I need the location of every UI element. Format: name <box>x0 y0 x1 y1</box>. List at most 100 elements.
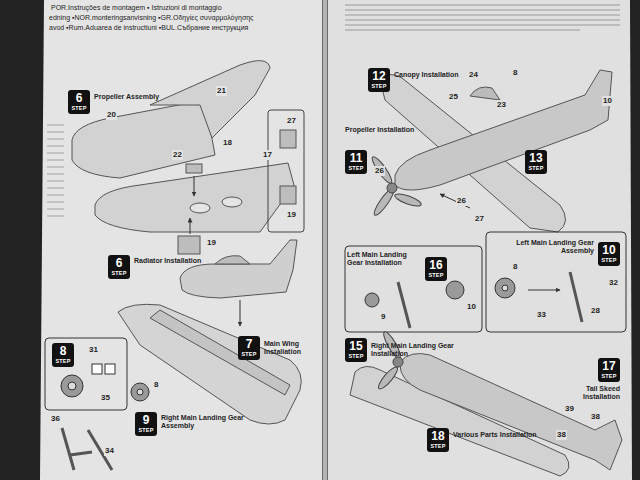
part-number: 18 <box>222 138 233 148</box>
step-title: Canopy Installation <box>394 71 504 79</box>
detail-frame <box>268 110 304 232</box>
step-marker: 15STEPRight Main Landing Gear Installati… <box>345 338 367 362</box>
aircraft-bottom <box>350 354 622 476</box>
step-title: Tail Skeed Installation <box>548 385 620 401</box>
step-number: 17 <box>601 360 617 373</box>
left-page <box>40 0 322 480</box>
step-marker: 13STEP <box>525 150 547 174</box>
language-header: avod ▪Rum.Aduarea de instructiuni ▪BUL.С… <box>48 23 249 32</box>
step-word: STEP <box>371 83 387 90</box>
assembly-arrow <box>440 194 470 208</box>
step-number: 11 <box>348 152 364 165</box>
step-badge: 10STEP <box>598 242 620 266</box>
part-number: 32 <box>608 278 619 288</box>
step-word: STEP <box>601 257 617 264</box>
step-number: 13 <box>528 152 544 165</box>
step-word: STEP <box>111 270 127 277</box>
part-number: 8 <box>512 262 518 272</box>
wheel <box>495 278 515 298</box>
step-number: 9 <box>138 414 154 427</box>
part-number: 22 <box>172 150 183 160</box>
step8-frame <box>45 338 127 410</box>
language-header: POR.Instruções de montagem ▪ Istruzioni … <box>50 3 223 12</box>
step-badge: 12STEP <box>368 68 390 92</box>
part-number: 39 <box>564 404 575 414</box>
part-number: 20 <box>106 110 117 120</box>
step-title: Main Wing Installation <box>264 340 320 356</box>
part-number: 26 <box>456 196 467 206</box>
propeller <box>370 155 423 218</box>
wheel-hub <box>137 389 143 395</box>
wheel <box>61 375 83 397</box>
part-number: 26 <box>374 166 385 176</box>
part-number: 35 <box>100 393 111 403</box>
step-marker: 6STEPPropeller Assembly <box>68 90 90 114</box>
step-badge: 15STEP <box>345 338 367 362</box>
step-title: Right Main Landing Gear Installation <box>371 342 491 358</box>
step-number: 10 <box>601 244 617 257</box>
step-badge: 18STEP <box>427 428 449 452</box>
part-number: 23 <box>496 100 507 110</box>
page-fold <box>323 0 328 480</box>
step-title: Various Parts Installation <box>453 431 563 439</box>
paint-icon <box>92 364 102 374</box>
step10-frame <box>486 232 626 332</box>
step-badge: 9STEP <box>135 412 157 436</box>
part-number: 24 <box>468 70 479 80</box>
step-marker: 8STEP <box>52 343 74 367</box>
language-header: edning ▪NOR.monteringsanvisning ▪GR.Οδηγ… <box>48 13 255 22</box>
step-badge: 11STEP <box>345 150 367 174</box>
step-word: STEP <box>348 165 364 172</box>
part-number: 28 <box>590 306 601 316</box>
part-number: 10 <box>602 96 613 106</box>
step-title: Left Main Landing Gear Installation <box>347 251 421 267</box>
part-number: 27 <box>474 214 485 224</box>
step-marker: 18STEPVarious Parts Installation <box>427 428 449 452</box>
step-marker: 16STEPLeft Main Landing Gear Installatio… <box>425 257 447 281</box>
wheel <box>365 293 379 307</box>
step-marker: 17STEPTail Skeed Installation <box>598 358 620 382</box>
step-word: STEP <box>71 105 87 112</box>
step6-parts <box>72 61 294 254</box>
step-number: 18 <box>430 430 446 443</box>
step-badge: 6STEP <box>68 90 90 114</box>
step-title: Propeller Assembly <box>94 93 204 101</box>
assembly-arrow <box>240 300 241 326</box>
step-number: 16 <box>428 259 444 272</box>
step-marker: 7STEPMain Wing Installation <box>238 336 260 360</box>
step-number: 6 <box>111 257 127 270</box>
part-number: 19 <box>286 210 297 220</box>
step-badge: 17STEP <box>598 358 620 382</box>
gear-strut <box>570 272 582 322</box>
wheel-hub <box>68 382 76 390</box>
step-word: STEP <box>430 443 446 450</box>
part-number: 25 <box>448 92 459 102</box>
wheel-hub <box>502 285 508 291</box>
step-marker: 11STEPPropeller Installation <box>345 150 367 174</box>
step-word: STEP <box>348 353 364 360</box>
gear-strut <box>398 282 410 328</box>
step-word: STEP <box>428 272 444 279</box>
step-title: Propeller Installation <box>345 126 455 134</box>
assembly-arrow <box>528 290 560 291</box>
part-number: 19 <box>206 238 217 248</box>
step-number: 7 <box>241 338 257 351</box>
step-word: STEP <box>601 373 617 380</box>
wheel <box>131 383 149 401</box>
part-19 <box>280 186 296 204</box>
step7-fuselage <box>180 240 297 298</box>
part-number: 38 <box>556 430 567 440</box>
part-number: 33 <box>536 310 547 320</box>
step-title: Right Main Landing Gear Assembly <box>161 414 261 430</box>
part-number: 31 <box>88 345 99 355</box>
main-wing <box>118 304 301 424</box>
step-number: 12 <box>371 70 387 83</box>
step-badge: 16STEP <box>425 257 447 281</box>
part-number: 27 <box>286 116 297 126</box>
part-number: 9 <box>380 312 386 322</box>
paint-icon <box>105 364 115 374</box>
step-marker: 10STEPLeft Main Landing Gear Assembly <box>598 242 620 266</box>
step-title: Left Main Landing Gear Assembly <box>490 239 594 255</box>
part-number: 8 <box>512 68 518 78</box>
